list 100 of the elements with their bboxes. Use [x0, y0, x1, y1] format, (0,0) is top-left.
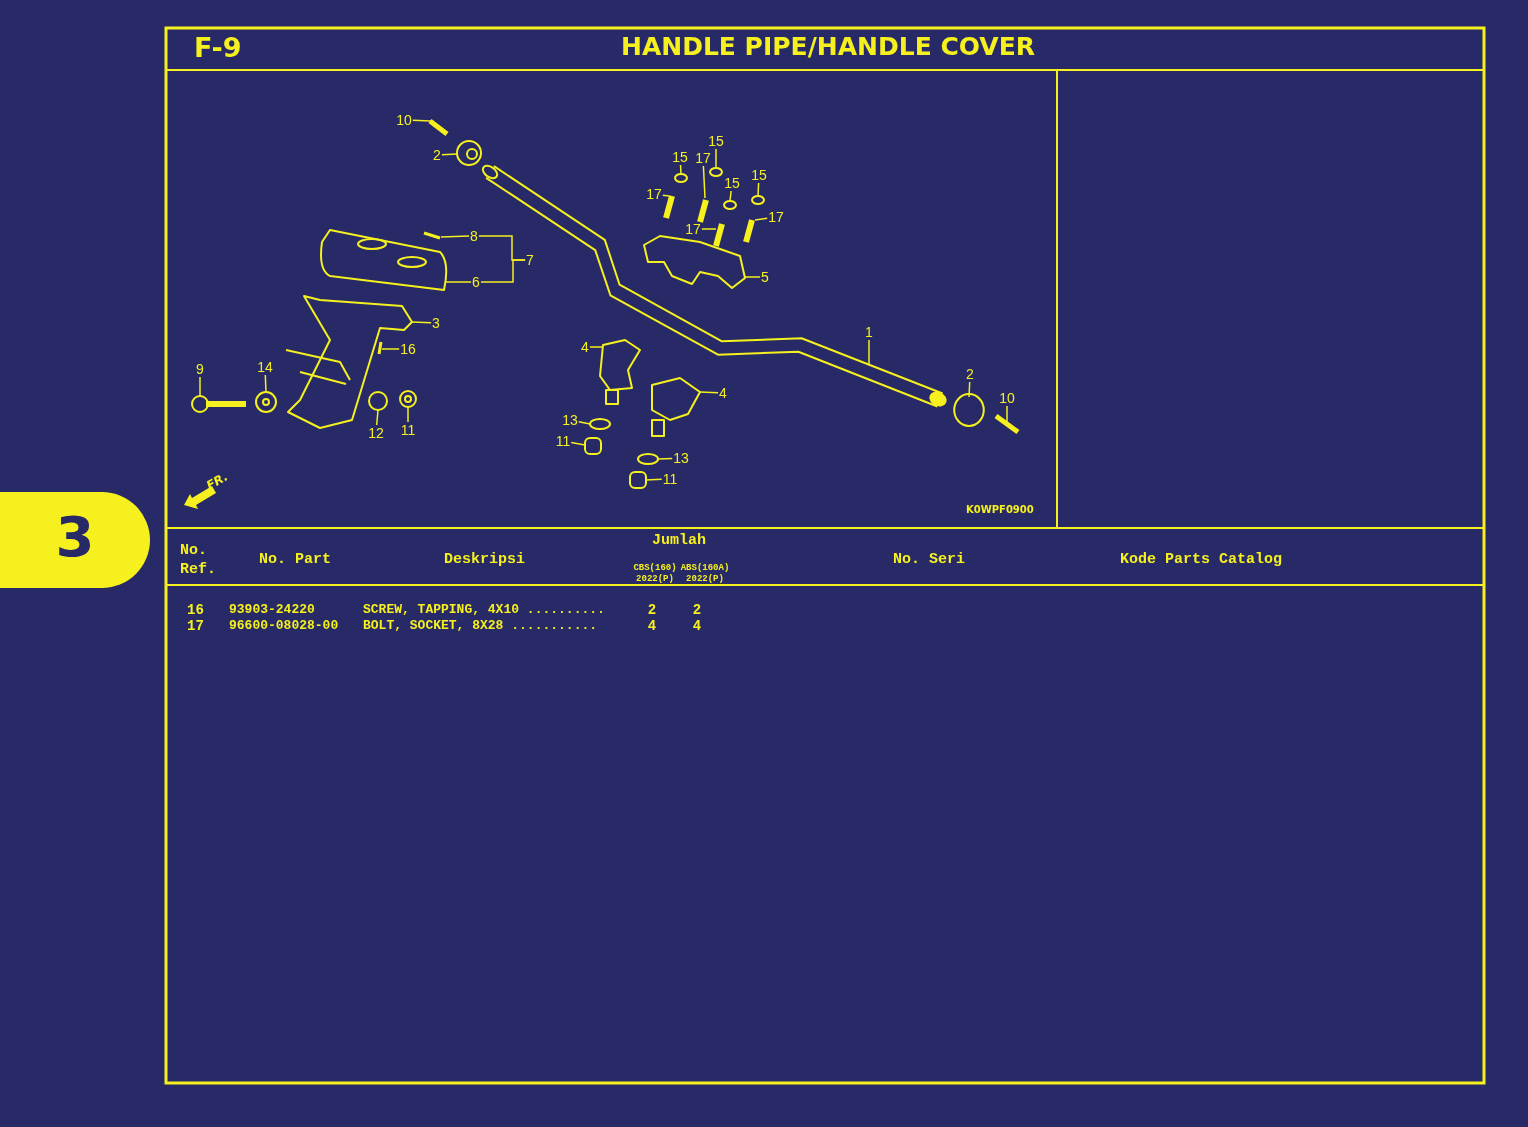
- quantity: 2: [647, 602, 657, 618]
- leader-line: [440, 235, 470, 238]
- handle-cover-drawing: [320, 229, 448, 291]
- bolt-drawing: [191, 395, 246, 413]
- leader-line: [757, 182, 760, 197]
- bolt-drawing: [994, 413, 1020, 435]
- leader-line: [407, 406, 409, 423]
- column-subheader: CBS(160): [633, 563, 677, 573]
- callout-number: 6: [471, 274, 481, 290]
- callout-number: 17: [767, 209, 785, 225]
- leader-line: [754, 217, 768, 221]
- callout-number: 10: [998, 390, 1016, 406]
- washer-drawing: [589, 418, 611, 430]
- callout-number: 13: [672, 450, 690, 466]
- nut-drawing: [584, 437, 602, 455]
- callout-number: 15: [723, 175, 741, 191]
- callout-number: 17: [684, 221, 702, 237]
- bolt-drawing: [428, 119, 449, 136]
- leader-line: [441, 153, 458, 156]
- leader-line: [868, 339, 870, 366]
- callout-number: 13: [561, 412, 579, 428]
- leader-line: [699, 391, 719, 394]
- lower-holder-drawing: [599, 339, 641, 405]
- leader-line: [570, 441, 586, 446]
- nut-drawing: [399, 390, 417, 408]
- leader-line: [480, 259, 526, 283]
- callout-number: 8: [469, 228, 479, 244]
- callout-number: 15: [671, 149, 689, 165]
- section-number: 3: [55, 504, 95, 569]
- quantity: 4: [647, 618, 657, 634]
- column-header: No. Seri: [893, 551, 965, 568]
- callout-number: 3: [431, 315, 441, 331]
- collar-drawing: [368, 391, 388, 411]
- leader-line: [701, 228, 717, 230]
- leader-line: [679, 164, 682, 175]
- leader-line: [412, 119, 432, 122]
- callout-number: 15: [707, 133, 725, 149]
- section-code: F-9: [194, 32, 242, 63]
- callout-number: 11: [399, 422, 417, 438]
- column-subheader: ABS(160A): [680, 563, 730, 573]
- direction-label: FR.: [204, 469, 231, 493]
- callout-number: 16: [399, 341, 417, 357]
- leader-line: [744, 276, 761, 278]
- leader-line: [411, 321, 432, 324]
- callout-number: 15: [750, 167, 768, 183]
- nut-drawing: [629, 471, 647, 489]
- part-description: SCREW, TAPPING, 4X10 ..........: [363, 602, 605, 617]
- callout-number: 2: [965, 366, 975, 382]
- leader-line: [662, 194, 670, 197]
- callout-number: 12: [367, 425, 385, 441]
- callout-number: 7: [525, 252, 535, 268]
- washer-drawing: [637, 453, 659, 465]
- leader-line: [715, 148, 717, 169]
- part-number: 96600-08028-00: [229, 618, 339, 633]
- quantity: 2: [692, 602, 702, 618]
- leader-line: [381, 348, 400, 350]
- callout-number: 9: [195, 361, 205, 377]
- column-header: Deskripsi: [444, 551, 525, 568]
- leader-line: [645, 478, 663, 481]
- quantity: 4: [692, 618, 702, 634]
- column-header: Jumlah: [652, 532, 706, 549]
- leader-line: [1006, 405, 1008, 423]
- leader-line: [199, 376, 201, 397]
- column-subheader: 2022(P): [686, 574, 724, 584]
- drawing-code: K0WPF0900: [966, 504, 1034, 515]
- callout-number: 2: [432, 147, 442, 163]
- ref-number: 17: [187, 618, 204, 634]
- ref-number: 16: [187, 602, 204, 618]
- callout-number: 10: [395, 112, 413, 128]
- leader-line: [589, 346, 603, 348]
- leader-line: [264, 374, 267, 393]
- callout-number: 4: [718, 385, 728, 401]
- column-header: No. Part: [259, 551, 331, 568]
- handle-pipe-drawing: [481, 164, 947, 408]
- column-subheader: 2022(P): [636, 574, 674, 584]
- lower-holder-drawing: [651, 377, 701, 437]
- callout-number: 1: [864, 324, 874, 340]
- bar-end-weight-drawing: [456, 140, 482, 166]
- callout-number: 14: [256, 359, 274, 375]
- part-number: 93903-24220: [229, 602, 315, 617]
- column-header: Kode Parts Catalog: [1120, 551, 1283, 568]
- callout-number: 11: [554, 433, 572, 449]
- bar-end-weight-drawing: [953, 393, 985, 427]
- callout-number: 4: [580, 339, 590, 355]
- washer-drawing: [255, 391, 277, 413]
- leader-line: [445, 281, 472, 283]
- leader-line: [657, 457, 673, 460]
- leader-line: [968, 381, 971, 398]
- callout-number: 11: [661, 471, 679, 487]
- column-header: No. Ref.: [180, 541, 217, 579]
- part-description: BOLT, SOCKET, 8X28 ...........: [363, 618, 598, 633]
- leader-line: [729, 190, 732, 202]
- callout-number: 17: [694, 150, 712, 166]
- grommet-drawing: [423, 231, 441, 240]
- leader-line: [578, 421, 591, 425]
- leader-line: [702, 165, 706, 199]
- leader-line: [375, 409, 379, 426]
- callout-number: 5: [760, 269, 770, 285]
- page-title: HANDLE PIPE/HANDLE COVER: [620, 32, 1036, 61]
- screw-drawing: [377, 341, 383, 355]
